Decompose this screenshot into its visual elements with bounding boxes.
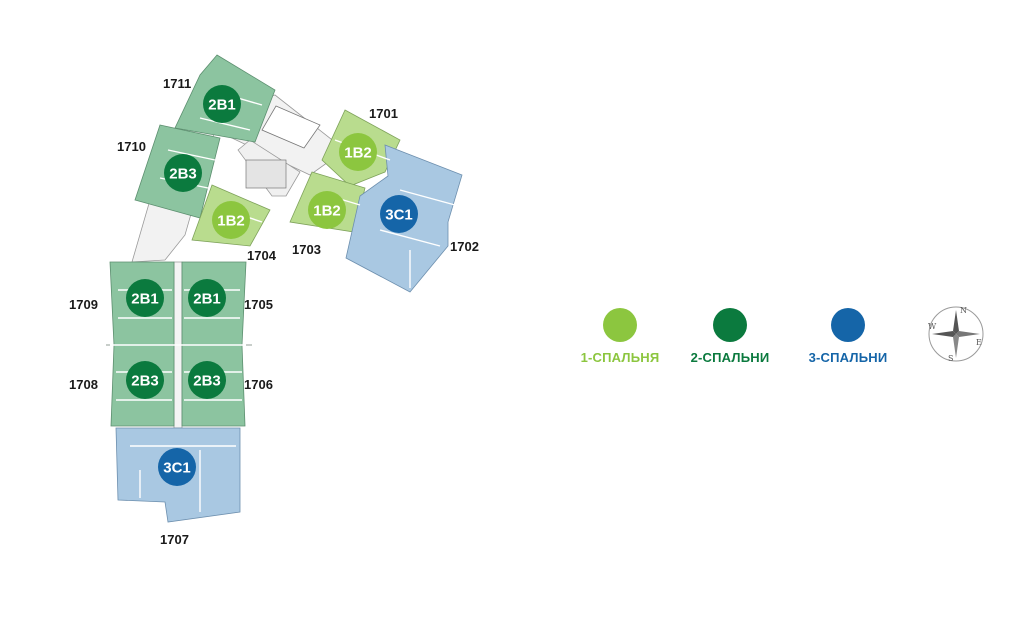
legend-label-one-bedroom: 1-СПАЛЬНЯ (580, 350, 660, 365)
unit-1702-type: 3C1 (385, 207, 413, 224)
unit-1711-badge[interactable] (203, 85, 241, 123)
unit-1705-badge[interactable] (188, 279, 226, 317)
unit-number-1705: 1705 (244, 297, 273, 312)
legend-label-two-bedroom: 2-СПАЛЬНИ (690, 350, 770, 365)
compass-north: N (960, 306, 967, 315)
unit-number-1706: 1706 (244, 377, 273, 392)
unit-numbers: 1711 1710 1701 1703 1704 1702 1709 1705 … (69, 76, 479, 547)
unit-1707-badge[interactable] (158, 448, 196, 486)
unit-1704-badge[interactable] (212, 201, 250, 239)
unit-1704-type: 1B2 (217, 213, 245, 230)
lift-core (245, 159, 287, 189)
unit-1709-type: 2B1 (131, 291, 159, 308)
unit-1708-badge[interactable] (126, 361, 164, 399)
compass-south: S (948, 354, 953, 363)
unit-1701-badge[interactable] (339, 133, 377, 171)
legend: 1-СПАЛЬНЯ 2-СПАЛЬНИ 3-СПАЛЬНИ (560, 308, 920, 368)
unit-1701-type: 1B2 (344, 145, 372, 162)
legend-item-two-bedroom[interactable]: 2-СПАЛЬНИ (670, 308, 790, 365)
legend-item-three-bedroom[interactable]: 3-СПАЛЬНИ (788, 308, 908, 365)
unit-number-1708: 1708 (69, 377, 98, 392)
legend-item-one-bedroom[interactable]: 1-СПАЛЬНЯ (560, 308, 680, 365)
unit-1710-badge[interactable] (164, 154, 202, 192)
unit-number-1701: 1701 (369, 106, 398, 121)
compass-rose-icon: N E S W (928, 306, 984, 363)
unit-number-1710: 1710 (117, 139, 146, 154)
compass-east: E (976, 338, 982, 347)
unit-1703-type: 1B2 (313, 203, 341, 220)
unit-1703-badge[interactable] (308, 191, 346, 229)
unit-1707-type: 3C1 (163, 460, 191, 477)
legend-dot-three-bedroom (831, 308, 865, 342)
unit-number-1709: 1709 (69, 297, 98, 312)
unit-number-1711: 1711 (163, 76, 191, 91)
unit-1709-badge[interactable] (126, 279, 164, 317)
unit-1705-type: 2B1 (193, 291, 221, 308)
unit-1706-type: 2B3 (193, 373, 221, 390)
legend-dot-two-bedroom (713, 308, 747, 342)
unit-number-1702: 1702 (450, 239, 479, 254)
unit-badges: 2B1 2B3 1B2 1B2 1B2 3C1 2B1 2B1 2B3 2B3 … (126, 85, 418, 486)
legend-dot-one-bedroom (603, 308, 637, 342)
unit-number-1704: 1704 (247, 248, 277, 263)
unit-1710-type: 2B3 (169, 166, 197, 183)
unit-1702-badge[interactable] (380, 195, 418, 233)
stair-core (261, 105, 321, 149)
unit-1708-type: 2B3 (131, 373, 159, 390)
legend-label-three-bedroom: 3-СПАЛЬНИ (808, 350, 888, 365)
compass-west: W (928, 322, 937, 331)
unit-1711-type: 2B1 (208, 97, 236, 114)
unit-number-1707: 1707 (160, 532, 189, 547)
unit-number-1703: 1703 (292, 242, 321, 257)
unit-1706-badge[interactable] (188, 361, 226, 399)
